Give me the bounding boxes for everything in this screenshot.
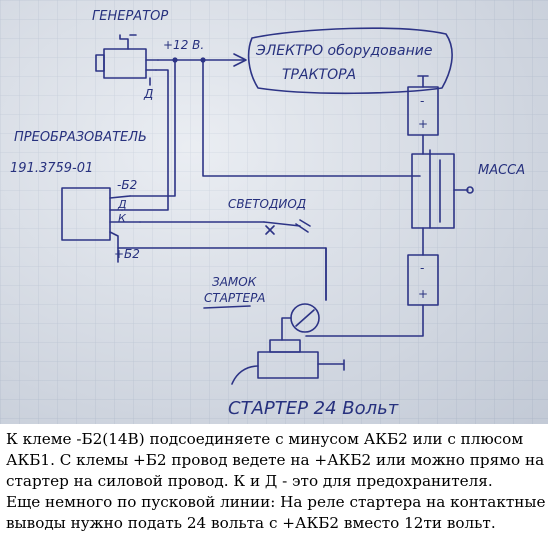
mass-label: МАССА bbox=[478, 163, 525, 178]
lock-label-line1: ЗАМОК bbox=[212, 275, 257, 289]
caption-paragraph-2: Еще немного по пусковой линии: На реле с… bbox=[6, 493, 546, 532]
equipment-label-line2: ТРАКТОРА bbox=[282, 67, 356, 83]
battery-bottom bbox=[305, 227, 439, 337]
mass-switch bbox=[411, 134, 474, 229]
plus12-wire bbox=[121, 53, 421, 211]
plus-b2-wire bbox=[117, 247, 327, 301]
starter-lock bbox=[203, 303, 320, 341]
converter-label-line2: 191.3759-01 bbox=[10, 161, 93, 176]
generator-symbol bbox=[95, 34, 159, 86]
battery-bottom-minus: - bbox=[420, 261, 424, 275]
starter-label: СТАРТЕР 24 Вольт bbox=[228, 398, 399, 419]
diagram-photo: ГЕНЕРАТОР +12 В. Д ЭЛЕКТРО оборудование … bbox=[0, 0, 548, 424]
converter-d-label: Д bbox=[117, 198, 127, 211]
converter-k-label: К bbox=[118, 212, 127, 225]
lock-label-line2: СТАРТЕРА bbox=[204, 291, 266, 305]
generator-d-label: Д bbox=[143, 87, 153, 101]
caption-paragraph-1: К клеме -Б2(14В) подсоединяете с минусом… bbox=[6, 430, 545, 490]
wiring-diagram: ГЕНЕРАТОР +12 В. Д ЭЛЕКТРО оборудование … bbox=[0, 0, 548, 424]
converter-minus-b2: -Б2 bbox=[117, 178, 137, 192]
converter-box bbox=[61, 187, 141, 263]
battery-bottom-plus: + bbox=[418, 287, 428, 301]
led-circuit bbox=[139, 219, 311, 235]
tractor-equipment-cloud bbox=[247, 27, 453, 95]
battery-top-plus: + bbox=[418, 117, 428, 131]
converter-label-line1: ПРЕОБРАЗОВАТЕЛЬ bbox=[14, 130, 147, 145]
converter-plus-b2: +Б2 bbox=[114, 247, 140, 261]
plus12-label: +12 В. bbox=[163, 38, 204, 52]
equipment-label-line1: ЭЛЕКТРО оборудование bbox=[255, 43, 432, 59]
starter-symbol bbox=[231, 339, 345, 385]
battery-top-minus: - bbox=[420, 94, 424, 108]
caption-block: К клеме -Б2(14В) подсоединяете с минусом… bbox=[6, 429, 546, 534]
generator-label: ГЕНЕРАТОР bbox=[92, 9, 168, 24]
led-label: СВЕТОДИОД bbox=[228, 197, 306, 211]
